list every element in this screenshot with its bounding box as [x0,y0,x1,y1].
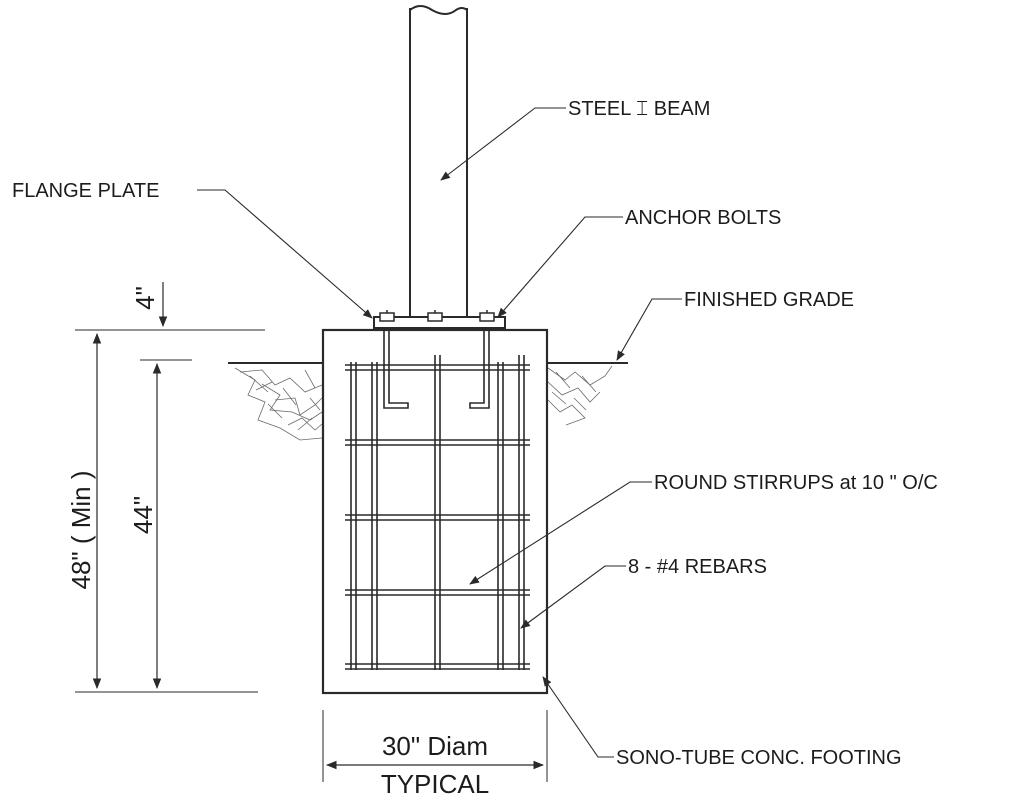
callout-leaders [197,107,682,758]
rebars-label: 8 - #4 REBARS [628,556,767,578]
vertical-rebars [350,355,525,670]
steel-beam-label: STEEL ⌶ BEAM [568,98,710,120]
typical-label: TYPICAL [381,769,489,799]
anchor-bolt-nuts [379,310,495,322]
sono-tube-label: SONO-TUBE CONC. FOOTING [616,747,902,769]
anchor-bolt-hooks [383,330,490,409]
sono-tube-footing [321,328,549,695]
diameter-label: 30" Diam [382,731,488,761]
stirrups-label: ROUND STIRRUPS at 10 " O/C [654,472,938,494]
soil-hatch-left [234,367,323,441]
finished-grade-label: FINISHED GRADE [684,289,854,311]
flange-plate-label: FLANGE PLATE [12,180,159,202]
round-stirrups [345,364,530,670]
dimension-30in [322,710,548,782]
steel-i-beam [409,5,468,316]
dimension-4-label: 4" [130,286,160,310]
dimension-48-label: 48" ( Min ) [66,470,96,589]
anchor-bolts-label: ANCHOR BOLTS [625,207,781,229]
dimension-44in [140,359,192,690]
soil-hatch-right [547,365,613,426]
dimension-48in [75,329,265,693]
dimension-44-label: 44" [128,496,158,534]
